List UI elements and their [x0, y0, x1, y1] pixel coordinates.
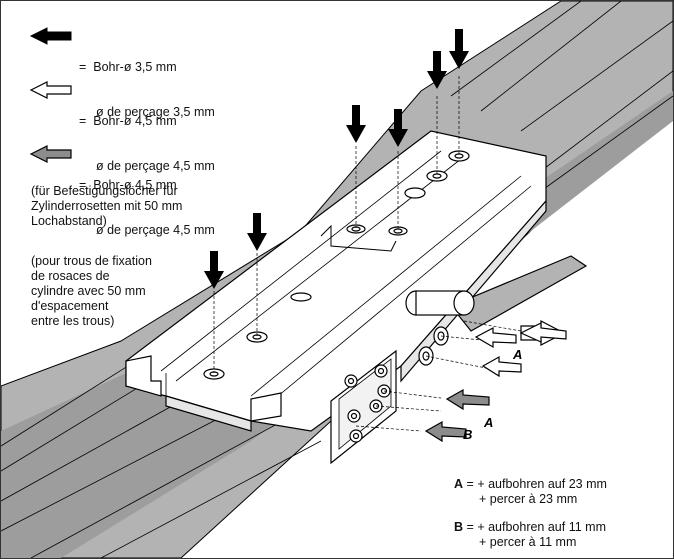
callout-a-lower: A — [483, 415, 493, 430]
black-arrow-icon — [29, 27, 72, 45]
callout-a-upper: A — [512, 347, 522, 362]
note-french: (pour trous de fixation de rosaces de cy… — [31, 254, 152, 329]
key-de: + aufbohren auf 23 mm — [477, 477, 607, 491]
note-line: Zylinderrosetten mit 50 mm — [31, 199, 183, 213]
key-letter: B — [454, 520, 464, 534]
key-eq: = — [466, 520, 474, 534]
note-line: Lochabstand) — [31, 214, 107, 228]
note-line: (für Befestigungslöcher für — [31, 184, 178, 198]
legend-black: = Bohr-ø 3,5 mm ø de perçage 3,5 mm — [79, 30, 215, 135]
note-line: cylindre avec 50 mm — [31, 284, 146, 298]
leader-lines — [213, 76, 522, 432]
note-german: (für Befestigungslöcher für Zylinderrose… — [31, 184, 182, 229]
note-line: d'espacement — [31, 299, 109, 313]
key-letter: A — [454, 477, 464, 491]
note-line: de rosaces de — [31, 269, 110, 283]
legend-eq: = — [79, 60, 87, 74]
note-line: (pour trous de fixation — [31, 254, 152, 268]
legend-eq: = — [79, 178, 87, 192]
legend-eq: = — [79, 114, 87, 128]
white-arrows — [474, 320, 567, 378]
note-line: entre les trous) — [31, 314, 115, 328]
legend-white: = Bohr-ø 4,5 mm ø de perçage 4,5 mm — [79, 84, 215, 189]
drilling-jig — [125, 130, 588, 465]
key-fr: + percer à 23 mm — [479, 492, 578, 506]
legend-line1: Bohr-ø 3,5 mm — [93, 60, 177, 74]
key-a: A = + aufbohren auf 23 mm + percer à 23 … — [454, 477, 607, 507]
legend-line1: Bohr-ø 4,5 mm — [93, 178, 177, 192]
black-arrows — [204, 29, 469, 289]
key-eq: = — [466, 477, 474, 491]
key-b: B = + aufbohren auf 11 mm + percer à 11 … — [454, 520, 606, 550]
legend-grey: = Bohr-ø 4,5 mm ø de perçage 4,5 mm — [79, 148, 215, 253]
grey-arrows — [424, 388, 490, 443]
white-arrow-icon — [29, 81, 72, 99]
key-de: + aufbohren auf 11 mm — [477, 520, 606, 534]
grey-arrow-icon — [29, 145, 72, 163]
legend-line1: Bohr-ø 4,5 mm — [93, 114, 177, 128]
callout-b: B — [463, 427, 472, 442]
key-fr: + percer à 11 mm — [479, 535, 577, 549]
legend-line2: ø de perçage 4,5 mm — [96, 159, 215, 173]
legend-icons — [29, 27, 72, 163]
legend-line2: ø de perçage 3,5 mm — [96, 105, 215, 119]
legend-line2: ø de perçage 4,5 mm — [96, 223, 215, 237]
